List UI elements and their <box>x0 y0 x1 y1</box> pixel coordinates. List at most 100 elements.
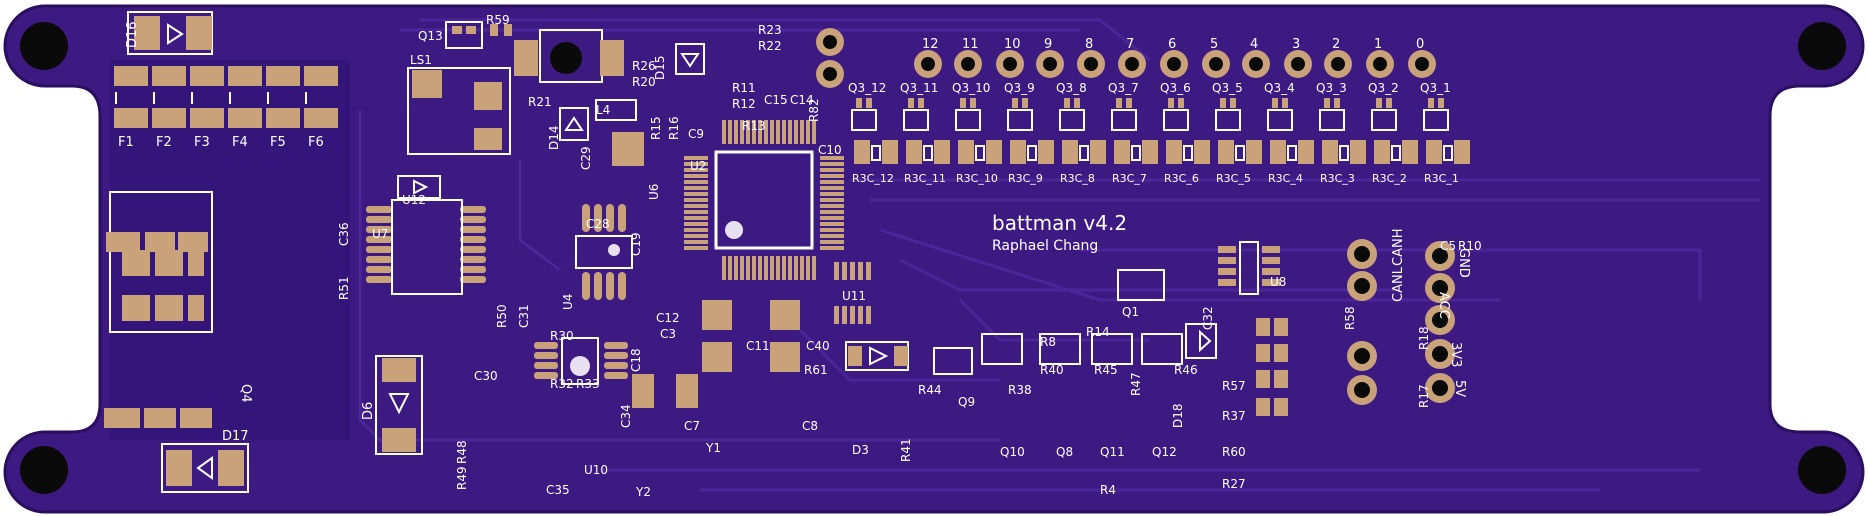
fuse-label: F3 <box>194 135 210 150</box>
designator-r50: R50 <box>495 304 509 328</box>
channel-hole <box>1249 57 1263 71</box>
u8-pin <box>1218 279 1236 286</box>
u7-pin <box>366 216 392 223</box>
u11-pin <box>834 306 839 324</box>
designator-c15: C15 <box>764 93 788 107</box>
u11-pins <box>834 262 871 324</box>
u7-pin <box>460 226 486 233</box>
r82-holes <box>816 28 844 88</box>
channel-hole <box>1209 57 1223 71</box>
u2-pin <box>728 120 732 144</box>
u10-outline <box>561 337 599 385</box>
u2-pin <box>684 234 708 238</box>
channel-resistor-silk <box>1079 145 1089 161</box>
u7-pin <box>460 236 486 243</box>
u2-pin <box>812 256 816 280</box>
component-large-pad-right <box>600 40 624 76</box>
designator-c3: C3 <box>660 327 676 341</box>
designator-y2: Y2 <box>635 485 651 499</box>
designator-r40: R40 <box>1040 363 1064 377</box>
u7-pin <box>366 236 392 243</box>
channel-resistor-pad <box>1114 140 1130 164</box>
channel-fet-pad <box>1438 98 1444 108</box>
channel-hole <box>961 57 975 71</box>
channel-resistor-pad <box>1062 140 1078 164</box>
ls1-pads <box>412 70 502 150</box>
channel-number: 12 <box>922 37 939 52</box>
mounting-hole-top-right <box>1798 22 1846 70</box>
designator-q12: Q12 <box>1152 445 1177 459</box>
channel-resistor-silk <box>871 145 881 161</box>
designator-d18: D18 <box>1171 403 1185 428</box>
channel-hole <box>1331 57 1345 71</box>
fuse-label: F1 <box>118 135 134 150</box>
channel-resistor-label: R3C_9 <box>1008 172 1043 185</box>
diode-d3-pad-left <box>848 346 862 366</box>
diode-u12-outline <box>397 175 441 199</box>
designator-y1: Y1 <box>705 441 721 455</box>
u2-pin <box>820 186 844 190</box>
fuse-pad-top <box>114 66 148 86</box>
designator-u2: U2 <box>690 159 706 173</box>
designator-c35: C35 <box>546 483 570 497</box>
q-transistors <box>933 269 1183 375</box>
u2-pins <box>684 120 844 280</box>
u2-pin <box>752 120 756 144</box>
channel-resistor-pad <box>854 140 870 164</box>
channel-resistor-pad <box>1350 140 1366 164</box>
channel-fet-pad <box>1334 98 1340 108</box>
channel-fet-label: Q3_3 <box>1316 81 1347 95</box>
u4-pins <box>582 204 626 300</box>
channel-resistor-silk <box>1131 145 1141 161</box>
channel-number: 11 <box>962 37 979 52</box>
u2-pin <box>764 256 768 280</box>
channel-number: 9 <box>1044 37 1052 52</box>
designator-r61: R61 <box>804 363 828 377</box>
channel-resistor-silk <box>1027 145 1037 161</box>
channel-number: 2 <box>1332 37 1340 52</box>
fuse-label: F6 <box>308 135 324 150</box>
u7-pin <box>460 216 486 223</box>
u2-pin <box>684 198 708 202</box>
designator-c12: C12 <box>656 311 680 325</box>
big-resistors <box>1256 318 1288 416</box>
channel-fet-pad <box>1168 98 1174 108</box>
channel-fet-label: Q3_9 <box>1004 81 1035 95</box>
designator-r18: R18 <box>1417 326 1431 350</box>
designator-q9: Q9 <box>958 395 975 409</box>
u2-pin <box>728 256 732 280</box>
designator-r17: R17 <box>1417 384 1431 408</box>
u2-pin <box>794 120 798 144</box>
channel-hole <box>1003 57 1017 71</box>
u10-pin <box>534 372 558 379</box>
channel-resistor-pad <box>934 140 950 164</box>
channel-fet-label: Q3_1 <box>1420 81 1451 95</box>
u2-pin <box>820 246 844 250</box>
designator-u7: U7 <box>372 227 388 241</box>
diode-d16-pad-left <box>134 16 160 50</box>
u7-pin <box>366 206 392 213</box>
designator-u4: U4 <box>561 294 575 310</box>
u7-pin <box>460 256 486 263</box>
designator-q13: Q13 <box>418 29 443 43</box>
channel-hole <box>1125 57 1139 71</box>
u11-pin <box>858 306 863 324</box>
fuse-pad-bottom <box>266 108 300 128</box>
u2-pin <box>684 192 708 196</box>
u10-pin <box>604 372 628 379</box>
channel-fet-label: Q3_8 <box>1056 81 1087 95</box>
channel-resistor-pad <box>1038 140 1054 164</box>
channel-number: 3 <box>1292 37 1300 52</box>
channel-fet-outline <box>1371 109 1397 131</box>
designator-r60: R60 <box>1222 445 1246 459</box>
traces <box>358 18 1760 492</box>
channel-fet-pad <box>856 98 862 108</box>
u10-hole <box>570 356 590 376</box>
designator-c11: C11 <box>746 339 770 353</box>
channel-hole <box>1084 57 1098 71</box>
designator-r14: R14 <box>1086 325 1110 339</box>
channel-resistor-pad <box>1010 140 1026 164</box>
channel-fet-pad <box>1428 98 1434 108</box>
diode-d14-outline <box>559 107 589 141</box>
